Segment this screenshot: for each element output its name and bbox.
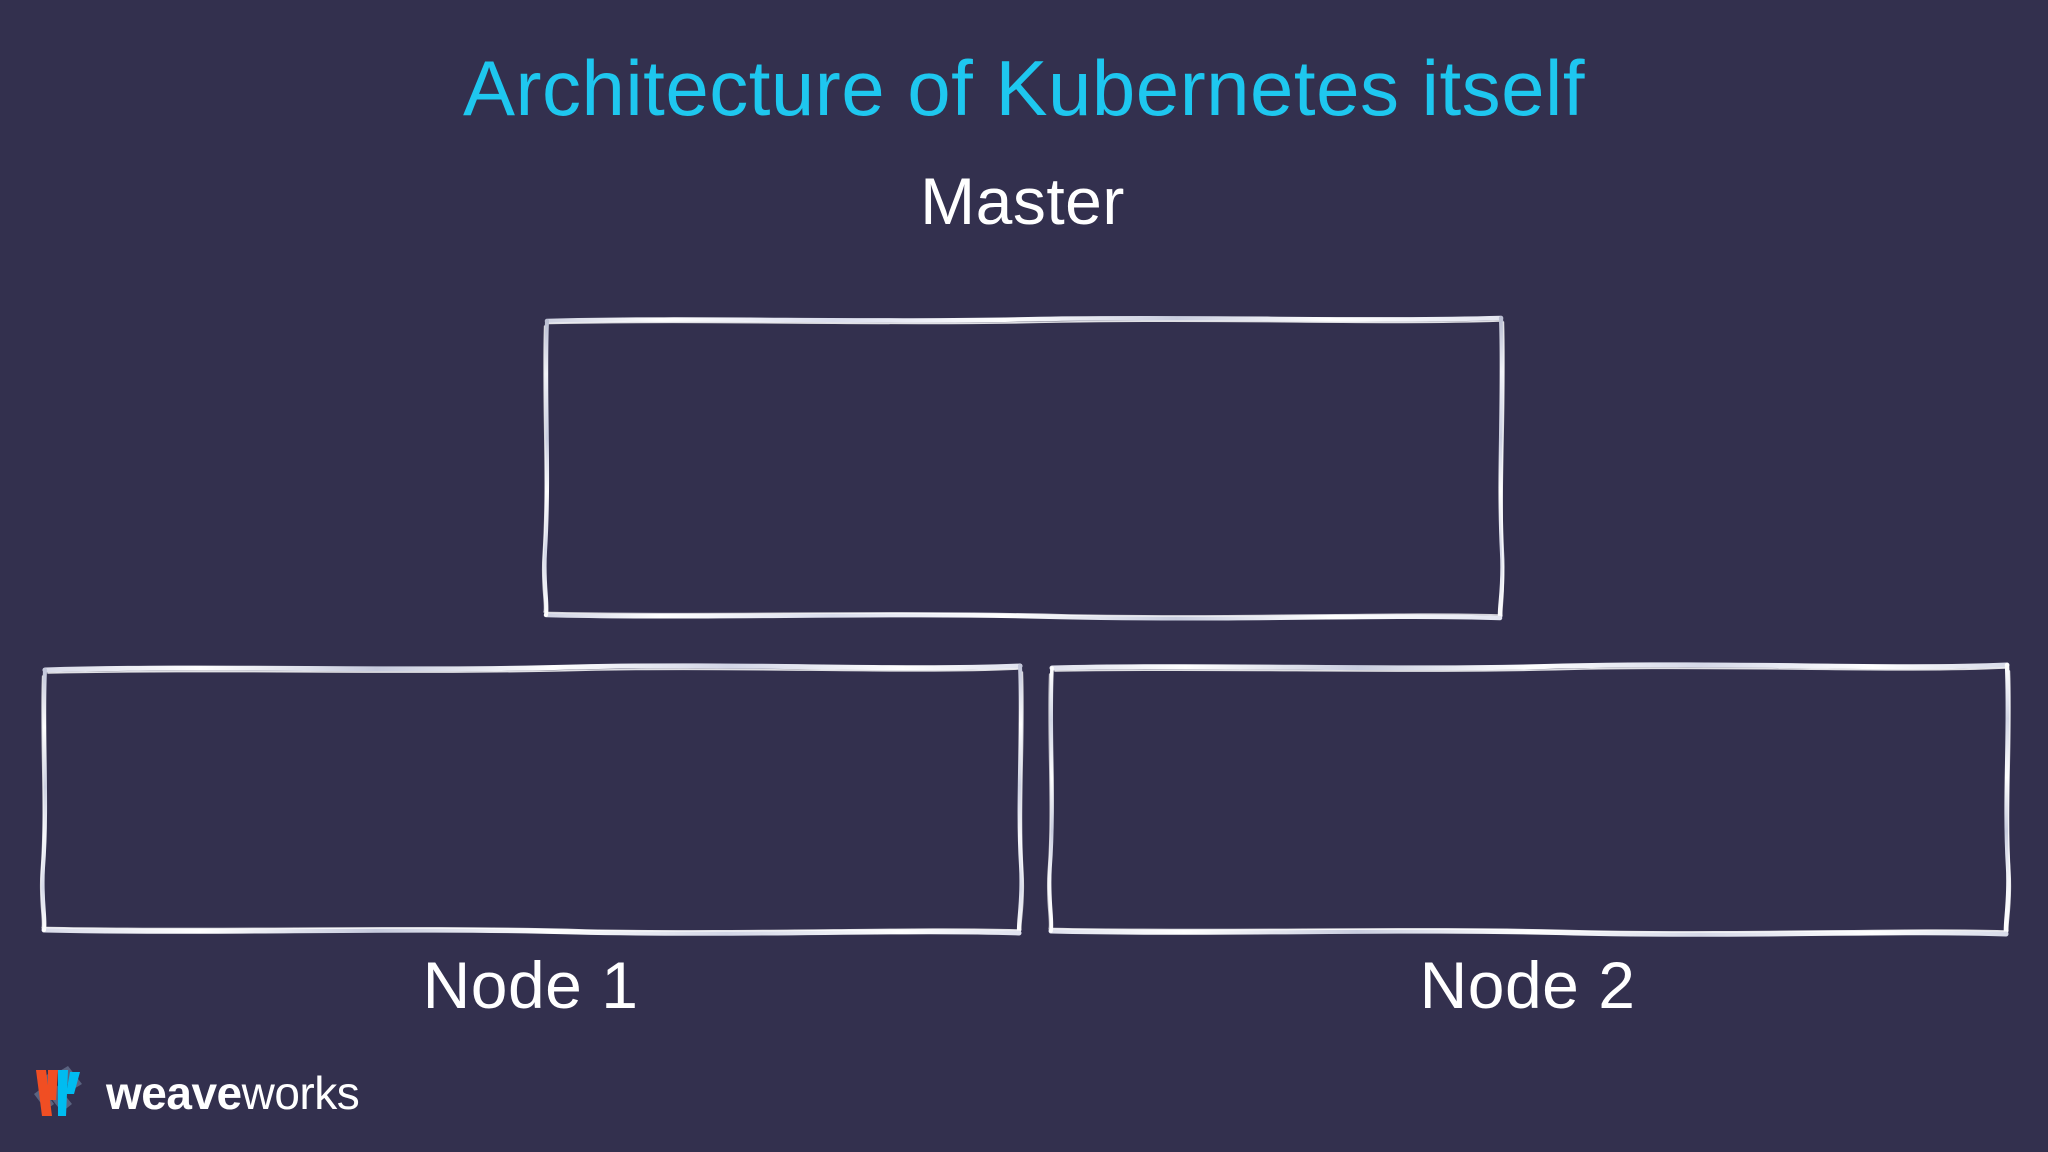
node-2-box-label: Node 2 [1419,948,1636,1022]
brand-name-bold: weave [106,1067,242,1119]
weaveworks-logo: weaveworks [28,1056,360,1130]
node-1-box-outline [39,663,1025,936]
weaveworks-wordmark: weaveworks [106,1067,360,1119]
node-1-box [36,660,1026,940]
page-title: Architecture of Kubernetes itself [462,44,1586,132]
master-box [540,312,1508,624]
node-2-box-outline [1046,662,2012,937]
node-1-box-label: Node 1 [422,948,639,1022]
brand-name-light: works [241,1067,360,1119]
master-box-label: Master [920,164,1125,238]
master-box-outline [541,315,1505,621]
node-2-box [1044,658,2014,940]
weaveworks-mark-icon [34,1066,82,1116]
